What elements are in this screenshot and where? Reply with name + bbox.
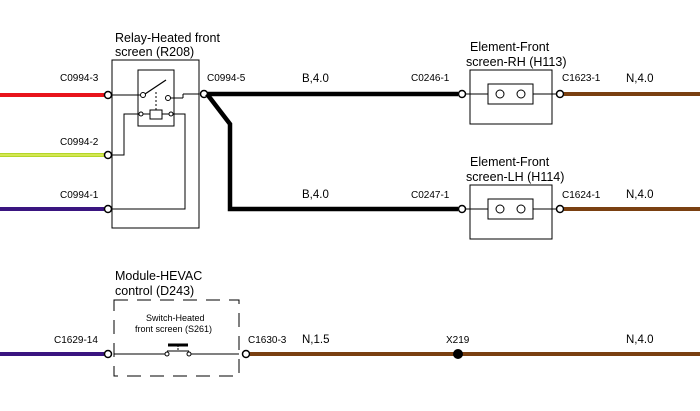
label-c0994-2: C0994-2 [60, 137, 99, 148]
element-lh-name-line1: Element-Front [470, 155, 550, 169]
label-wire-b-bottom: B,4.0 [302, 189, 329, 201]
relay-switch-arm [144, 79, 167, 95]
pin-c1630-3 [241, 349, 251, 359]
pin-c1629-14 [103, 349, 113, 359]
label-c1630-3: C1630-3 [248, 335, 287, 346]
pin-c1624-1 [555, 204, 565, 214]
element-rh-terminal-a [495, 89, 505, 99]
label-c0247-1: C0247-1 [411, 190, 450, 201]
element-rh-terminal-b [516, 89, 526, 99]
element-lh-heater [487, 198, 534, 220]
coil-node-left [138, 111, 144, 117]
element-rh-name-line1: Element-Front [470, 40, 550, 54]
label-wire-n-module: N,1.5 [302, 334, 330, 346]
module-box [113, 299, 240, 377]
module-name-line2: control (D243) [115, 284, 194, 298]
element-rh-heater [487, 83, 534, 105]
element-lh-terminal-b [516, 204, 526, 214]
relay-coil [149, 109, 163, 120]
pin-c0994-1 [103, 204, 113, 214]
pin-c0247-1 [457, 204, 467, 214]
pin-c0246-1 [457, 89, 467, 99]
pin-c0994-3 [103, 90, 113, 100]
element-lh-terminal-a [495, 204, 505, 214]
label-c0994-3: C0994-3 [60, 73, 99, 84]
relay-contact-b [165, 95, 171, 101]
switch-contact-b [186, 351, 192, 357]
label-c0994-5: C0994-5 [207, 73, 246, 84]
coil-wire-to-c0994-2 [112, 113, 139, 156]
switch-name-line1: Switch-Heated [146, 313, 205, 323]
wire-black-bottom [205, 92, 458, 212]
switch-contact-a [164, 351, 170, 357]
switch-name-line2: front screen (S261) [135, 324, 212, 334]
element-rh-name-line2: screen-RH (H113) [466, 55, 567, 69]
label-wire-b-top: B,4.0 [302, 73, 329, 85]
label-wire-n-rh: N,4.0 [626, 73, 654, 85]
relay-name-line1: Relay-Heated front [115, 31, 220, 45]
label-wire-n-bottom-right: N,4.0 [626, 334, 654, 346]
label-wire-n-lh: N,4.0 [626, 189, 654, 201]
element-lh-name-line2: screen-LH (H114) [466, 170, 564, 184]
splice-x219 [453, 349, 463, 359]
pin-c0994-2 [103, 150, 113, 160]
element-rh-box [469, 69, 553, 125]
relay-box [111, 59, 200, 229]
label-c0246-1: C0246-1 [411, 73, 450, 84]
label-c1623-1: C1623-1 [562, 73, 601, 84]
label-c1624-1: C1624-1 [562, 190, 601, 201]
relay-name-line2: screen (R208) [115, 45, 194, 59]
label-x219: X219 [446, 335, 470, 346]
label-c1629-14: C1629-14 [54, 335, 98, 346]
coil-node-right [168, 111, 174, 117]
coil-wire-to-c0994-1 [112, 113, 186, 210]
relay-contact-a [140, 92, 146, 98]
module-name-line1: Module-HEVAC [115, 269, 202, 283]
element-lh-box [469, 184, 553, 240]
label-c0994-1: C0994-1 [60, 190, 99, 201]
pin-c1623-1 [555, 89, 565, 99]
